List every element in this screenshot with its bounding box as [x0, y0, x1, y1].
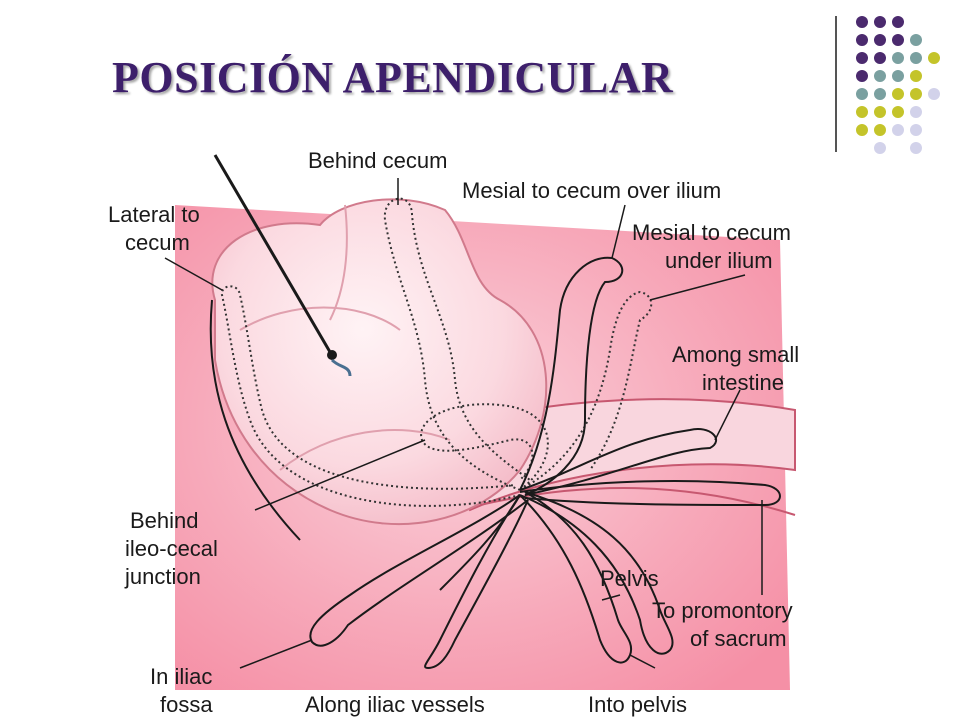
- dot: [892, 52, 904, 64]
- appendix-mesial-under-ilium: [519, 290, 653, 491]
- dot: [856, 106, 868, 118]
- dot: [910, 124, 922, 136]
- dot: [856, 34, 868, 46]
- appendix-to-promontory: [519, 479, 781, 507]
- leader-line: [611, 204, 626, 259]
- dot: [874, 106, 886, 118]
- label-lateral-to-cecum-1: Lateral to: [108, 202, 200, 227]
- dot: [892, 16, 904, 28]
- label-in-iliac-fossa-1: In iliac: [150, 664, 212, 689]
- appendix-extra-branch: [439, 494, 521, 591]
- dot: [910, 88, 922, 100]
- title-divider: [835, 16, 837, 152]
- label-behind-ileocecal-1: Behind: [130, 508, 199, 533]
- label-mesial-under-ilium-2: under ilium: [665, 248, 773, 273]
- label-to-promontory-1: To promontory: [652, 598, 793, 623]
- leader-line: [629, 654, 656, 669]
- appendix-mesial-over-ilium: [519, 256, 624, 496]
- cecum-outline: [209, 299, 301, 541]
- dot: [910, 142, 922, 154]
- haustra-fold: [329, 204, 348, 321]
- label-into-pelvis: Into pelvis: [588, 692, 687, 717]
- haustra-fold: [279, 429, 451, 471]
- leader-line: [714, 389, 741, 441]
- label-behind-ileocecal-3: junction: [124, 564, 201, 589]
- label-mesial-under-ilium-1: Mesial to cecum: [632, 220, 791, 245]
- label-to-promontory-2: of sacrum: [690, 626, 787, 651]
- decorative-dot-grid: [856, 16, 940, 154]
- dot: [874, 124, 886, 136]
- probe: [213, 154, 332, 353]
- dot: [910, 106, 922, 118]
- label-pelvis: Pelvis: [600, 566, 659, 591]
- label-among-small-intestine-2: intestine: [702, 370, 784, 395]
- leader-line: [239, 639, 313, 669]
- leader-line: [164, 257, 223, 291]
- appendix-pelvis: [519, 491, 674, 655]
- dot: [892, 70, 904, 82]
- probe-hook: [330, 358, 352, 377]
- label-behind-cecum: Behind cecum: [308, 148, 447, 173]
- slide-title: POSICIÓN APENDICULAR: [112, 53, 674, 102]
- dot: [874, 16, 886, 28]
- label-behind-ileocecal-2: ileo-cecal: [125, 536, 218, 561]
- dot: [892, 124, 904, 136]
- appendix-in-iliac-fossa: [309, 494, 529, 647]
- dot: [892, 106, 904, 118]
- dot: [874, 88, 886, 100]
- leader-line: [254, 439, 426, 511]
- leader-line: [601, 594, 621, 601]
- appendix-among-small-intestine: [519, 428, 718, 496]
- appendix-lateral-to-cecum: [220, 285, 521, 507]
- probe-tip: [327, 350, 337, 360]
- appendix-along-iliac-vessels: [424, 494, 529, 670]
- label-lateral-to-cecum-2: cecum: [125, 230, 190, 255]
- cecum: [211, 198, 548, 526]
- label-mesial-over-ilium: Mesial to cecum over ilium: [462, 178, 721, 203]
- label-in-iliac-fossa-2: fossa: [160, 692, 213, 717]
- dot: [856, 70, 868, 82]
- leader-line: [649, 274, 746, 301]
- dot: [892, 34, 904, 46]
- dot: [874, 52, 886, 64]
- dot: [928, 52, 940, 64]
- dot: [910, 52, 922, 64]
- dot: [910, 70, 922, 82]
- dot: [928, 88, 940, 100]
- dot: [856, 88, 868, 100]
- dot: [874, 142, 886, 154]
- label-along-iliac-vessels: Along iliac vessels: [305, 692, 485, 717]
- dot: [910, 34, 922, 46]
- dot: [856, 52, 868, 64]
- dot: [874, 34, 886, 46]
- dot: [856, 124, 868, 136]
- dot: [892, 88, 904, 100]
- haustra-fold: [239, 306, 401, 331]
- label-among-small-intestine-1: Among small: [672, 342, 799, 367]
- dot: [856, 16, 868, 28]
- dot: [874, 70, 886, 82]
- appendix-behind-ileocecal: [420, 403, 549, 491]
